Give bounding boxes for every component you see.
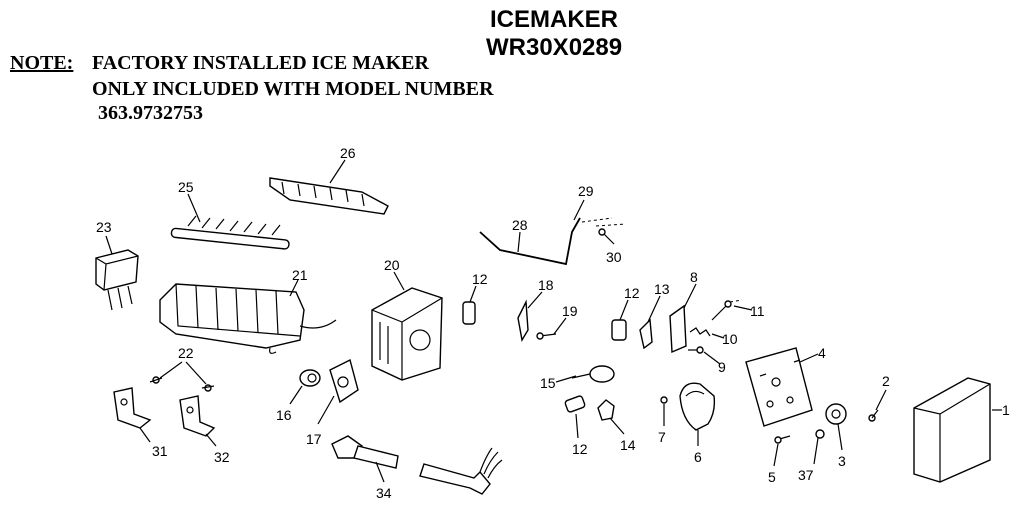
note-line-3: 363.9732753 xyxy=(98,102,203,124)
part-18-lever xyxy=(517,299,529,342)
callout-20: 20 xyxy=(384,257,400,273)
part-19-screw xyxy=(536,332,557,340)
part-11-screw xyxy=(711,299,743,321)
callout-14: 14 xyxy=(620,437,636,453)
part-21-mold-and-heater xyxy=(159,283,337,354)
part-number: WR30X0289 xyxy=(486,34,623,61)
part-12-clip-middle xyxy=(611,319,627,341)
part-12-clip-lower xyxy=(564,395,586,413)
callout-17: 17 xyxy=(306,431,322,447)
part-25-ejector xyxy=(170,215,290,250)
callout-29: 29 xyxy=(578,183,594,199)
callout-30: 30 xyxy=(606,249,622,265)
part-14-cam xyxy=(597,399,615,421)
part-5-screw xyxy=(774,435,791,444)
callout-16: 16 xyxy=(276,407,292,423)
part-7-screw xyxy=(660,396,668,404)
part-9-screw xyxy=(688,346,704,354)
callout-21: 21 xyxy=(292,267,308,283)
note-line-1: FACTORY INSTALLED ICE MAKER xyxy=(92,52,429,74)
callout-15: 15 xyxy=(540,375,556,391)
part-12-clip-upper xyxy=(462,301,476,325)
callout-3: 3 xyxy=(838,453,846,469)
callout-12-lower: 12 xyxy=(572,441,588,457)
callout-22: 22 xyxy=(178,345,194,361)
part-13-arm xyxy=(639,318,653,350)
callout-2: 2 xyxy=(882,373,890,389)
part-15-thermostat xyxy=(571,365,615,383)
part-32-bracket xyxy=(179,395,216,437)
callout-10: 10 xyxy=(722,331,738,347)
part-37-nut xyxy=(815,429,825,439)
callout-6: 6 xyxy=(694,449,702,465)
callout-18: 18 xyxy=(538,277,554,293)
callout-23: 23 xyxy=(96,219,112,235)
part-6-motor xyxy=(679,382,716,431)
part-16-grommet xyxy=(299,369,321,387)
callout-25: 25 xyxy=(178,179,194,195)
part-17-cap xyxy=(329,358,359,404)
callout-34: 34 xyxy=(376,485,392,501)
callout-7: 7 xyxy=(658,429,666,445)
callout-11: 11 xyxy=(750,303,765,319)
callout-37: 37 xyxy=(798,467,814,483)
part-20-housing xyxy=(371,287,443,381)
callout-1: 1 xyxy=(1002,402,1010,418)
part-8-bracket xyxy=(669,304,687,354)
callout-28: 28 xyxy=(512,217,528,233)
callout-4: 4 xyxy=(818,345,826,361)
part-28-shutoff-arm xyxy=(479,217,627,266)
callout-32: 32 xyxy=(214,449,230,465)
callout-13: 13 xyxy=(654,281,670,297)
callout-12-middle: 12 xyxy=(624,285,640,301)
callout-5: 5 xyxy=(768,469,776,485)
callout-12-upper: 12 xyxy=(472,271,488,287)
callout-8: 8 xyxy=(690,269,698,285)
diagram-title: ICEMAKER xyxy=(490,6,619,33)
part-34-wire-harness xyxy=(331,435,503,495)
part-26-mold-cover xyxy=(269,177,389,215)
part-4-mounting-plate xyxy=(745,347,813,427)
part-10-spring xyxy=(689,327,711,337)
callout-26: 26 xyxy=(340,145,356,161)
part-31-bracket xyxy=(113,387,152,429)
part-2-screw xyxy=(868,409,879,422)
note-label: NOTE: xyxy=(10,52,74,74)
part-22-screws xyxy=(149,376,215,392)
part-3-gear xyxy=(825,403,847,425)
callout-31: 31 xyxy=(152,443,168,459)
callout-19: 19 xyxy=(562,303,578,319)
part-1-cover xyxy=(913,377,991,483)
callout-9: 9 xyxy=(718,359,726,375)
note-line-2: ONLY INCLUDED WITH MODEL NUMBER xyxy=(92,78,494,100)
part-23-support xyxy=(95,249,139,311)
